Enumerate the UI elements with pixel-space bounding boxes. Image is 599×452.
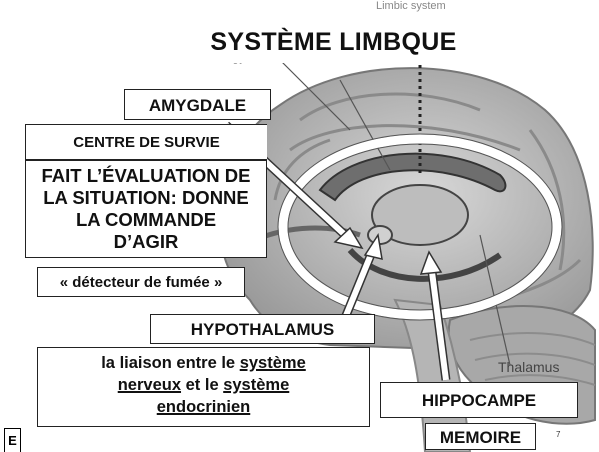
evaluation-text-box: FAIT L’ÉVALUATION DE LA SITUATION: DONNE… xyxy=(25,160,267,258)
liaison-line-1: la liaison entre le système xyxy=(38,352,369,374)
liaison-text-3: endocrinien xyxy=(157,398,251,416)
evaluation-line-4: D’AGIR xyxy=(26,231,266,253)
liaison-text-box: la liaison entre le système nerveux et l… xyxy=(37,347,370,427)
evaluation-line-3: LA COMMANDE xyxy=(26,209,266,231)
liaison-text-1b: système xyxy=(240,354,306,372)
hypothalamus-label: HYPOTHALAMUS xyxy=(150,314,375,344)
liaison-text-2c: système xyxy=(223,376,289,394)
liaison-line-2: nerveux et le système xyxy=(38,374,369,396)
liaison-text-2b: et le xyxy=(181,376,223,394)
page-number: 7 xyxy=(556,430,560,439)
memoire-label: MEMOIRE xyxy=(425,423,536,450)
amygdala-shape xyxy=(368,226,392,244)
liaison-text-2a: nerveux xyxy=(118,376,181,394)
evaluation-line-1: FAIT L’ÉVALUATION DE xyxy=(26,165,266,187)
liaison-text-1a: la liaison entre le xyxy=(101,354,239,372)
hippocampe-label: HIPPOCAMPE xyxy=(380,382,578,418)
page-title: SYSTÈME LIMBQUE xyxy=(192,21,475,63)
evaluation-line-2: LA SITUATION: DONNE xyxy=(26,187,266,209)
detecteur-fumee-label: « détecteur de fumée » xyxy=(37,267,245,297)
thalamus-label: Thalamus xyxy=(498,359,559,375)
centre-survie-label: CENTRE DE SURVIE xyxy=(25,124,267,160)
limbic-system-label: Limbic system xyxy=(376,0,446,12)
amygdale-label: AMYGDALE xyxy=(124,89,271,120)
liaison-line-3: endocrinien xyxy=(38,396,369,418)
corner-label: E xyxy=(4,428,21,452)
